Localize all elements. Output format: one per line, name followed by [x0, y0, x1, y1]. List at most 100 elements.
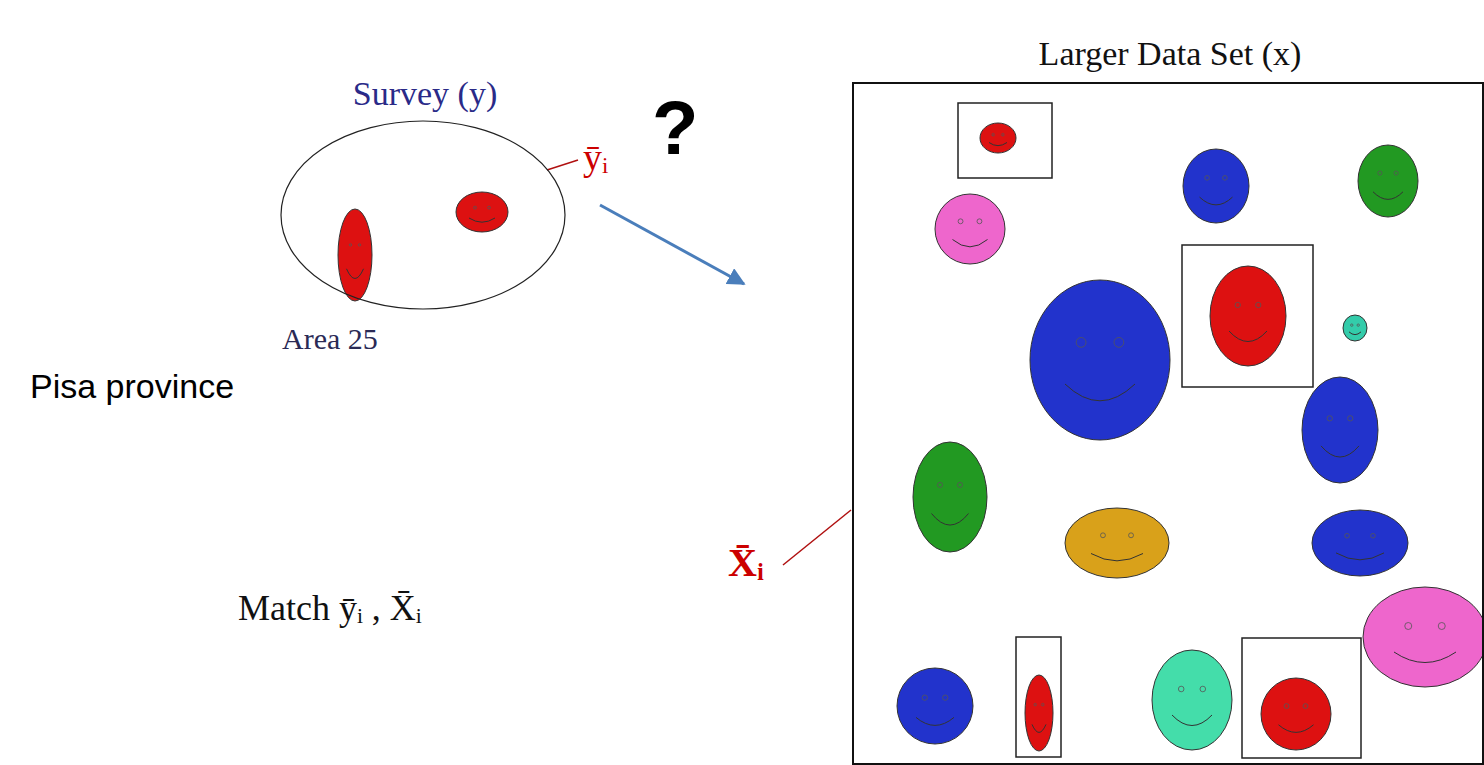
smiley-face [456, 192, 508, 232]
face-shape [1261, 678, 1331, 750]
highlight-frame [1182, 245, 1313, 387]
face-smile [1032, 724, 1046, 732]
smiley-face [1302, 377, 1378, 483]
face-shape [456, 192, 508, 232]
face-eye [1178, 686, 1184, 692]
face-eye [922, 695, 927, 700]
face-smile [1336, 553, 1384, 560]
face-eye [1284, 704, 1289, 709]
face-smile [932, 514, 969, 526]
smiley-face [1358, 145, 1418, 217]
highlight-frames [958, 103, 1361, 758]
face-eye [1357, 324, 1359, 326]
smiley-face [980, 123, 1016, 153]
dataset-title: Larger Data Set (x) [1039, 34, 1302, 73]
smiley-face [1363, 587, 1484, 687]
leader-line [783, 510, 851, 565]
face-shape [1343, 315, 1367, 341]
face-shape [1358, 145, 1418, 217]
face-eye [943, 695, 948, 700]
face-eye [957, 482, 962, 487]
smiley-face [1261, 678, 1331, 750]
ellipse-outline [280, 120, 566, 310]
face-eye [1378, 171, 1382, 175]
face-eye [1256, 302, 1261, 307]
face-smile [953, 240, 988, 247]
face-shape [1025, 675, 1053, 751]
face-shape [980, 123, 1016, 153]
face-eye [1034, 703, 1036, 705]
face-eye [1129, 533, 1134, 538]
smiley-face [1343, 315, 1367, 341]
smiley-face [897, 668, 973, 744]
smiley-face [935, 194, 1005, 264]
face-eye [1345, 533, 1350, 538]
face-eye [1042, 703, 1044, 705]
smiley-face [1152, 650, 1232, 750]
match-arrow [600, 205, 744, 284]
survey-title: Survey (y) [353, 74, 497, 113]
face-shape [1152, 650, 1232, 750]
face-shape [913, 442, 987, 552]
face-smile [1172, 715, 1212, 726]
face-eye [1200, 686, 1206, 692]
highlight-frame [958, 103, 1052, 178]
mean-y-label: ȳᵢ [583, 136, 608, 180]
face-eye [1405, 623, 1412, 630]
face-shape [935, 194, 1005, 264]
smiley-face [1025, 675, 1053, 751]
face-smile [1394, 652, 1456, 663]
face-shape [1210, 266, 1286, 366]
face-smile [347, 269, 364, 279]
face-smile [1091, 554, 1143, 561]
area-label: Area 25 [282, 322, 378, 357]
face-shape [338, 209, 372, 301]
face-eye [1348, 416, 1353, 421]
face-eye [1101, 533, 1106, 538]
face-shape [1302, 377, 1378, 483]
face-eye [937, 482, 942, 487]
face-eye [358, 244, 360, 246]
smiley-face [338, 209, 372, 301]
face-smile [989, 143, 1007, 146]
match-caption: Match ȳᵢ , X̄ᵢ [238, 588, 422, 629]
face-smile [1279, 725, 1314, 733]
face-smile [1373, 192, 1403, 200]
face-smile [469, 218, 495, 222]
face-group [338, 123, 1484, 751]
face-eye [349, 244, 351, 246]
face-eye [1235, 302, 1240, 307]
survey-area: Survey (y)Area 25 [280, 120, 566, 310]
smiley-face [1210, 266, 1286, 366]
face-eye [977, 219, 982, 224]
face-eye [1114, 338, 1124, 348]
face-eye [1351, 324, 1353, 326]
face-shape [1363, 587, 1484, 687]
face-eye [992, 134, 994, 136]
face-shape [1030, 280, 1170, 440]
face-eye [1327, 416, 1332, 421]
face-eye [488, 206, 491, 209]
mean-x-label: X̄ᵢ [728, 540, 764, 586]
leader-line [547, 160, 578, 170]
face-smile [1229, 331, 1267, 342]
area-ellipse [281, 121, 565, 309]
face-smile [1321, 446, 1359, 457]
face-eye [1394, 171, 1398, 175]
face-eye [1303, 704, 1308, 709]
face-shape [1183, 149, 1249, 223]
smiley-face [1183, 149, 1249, 223]
face-shape [1312, 510, 1408, 576]
face-eye [1002, 134, 1004, 136]
face-eye [1205, 176, 1210, 181]
question-mark: ? [652, 84, 698, 171]
face-eye [1223, 176, 1228, 181]
smiley-face [913, 442, 987, 552]
face-smile [1200, 197, 1233, 205]
face-smile [1349, 332, 1361, 335]
face-eye [1076, 338, 1086, 348]
face-smile [916, 717, 954, 725]
face-eye [1438, 623, 1445, 630]
face-eye [958, 219, 963, 224]
